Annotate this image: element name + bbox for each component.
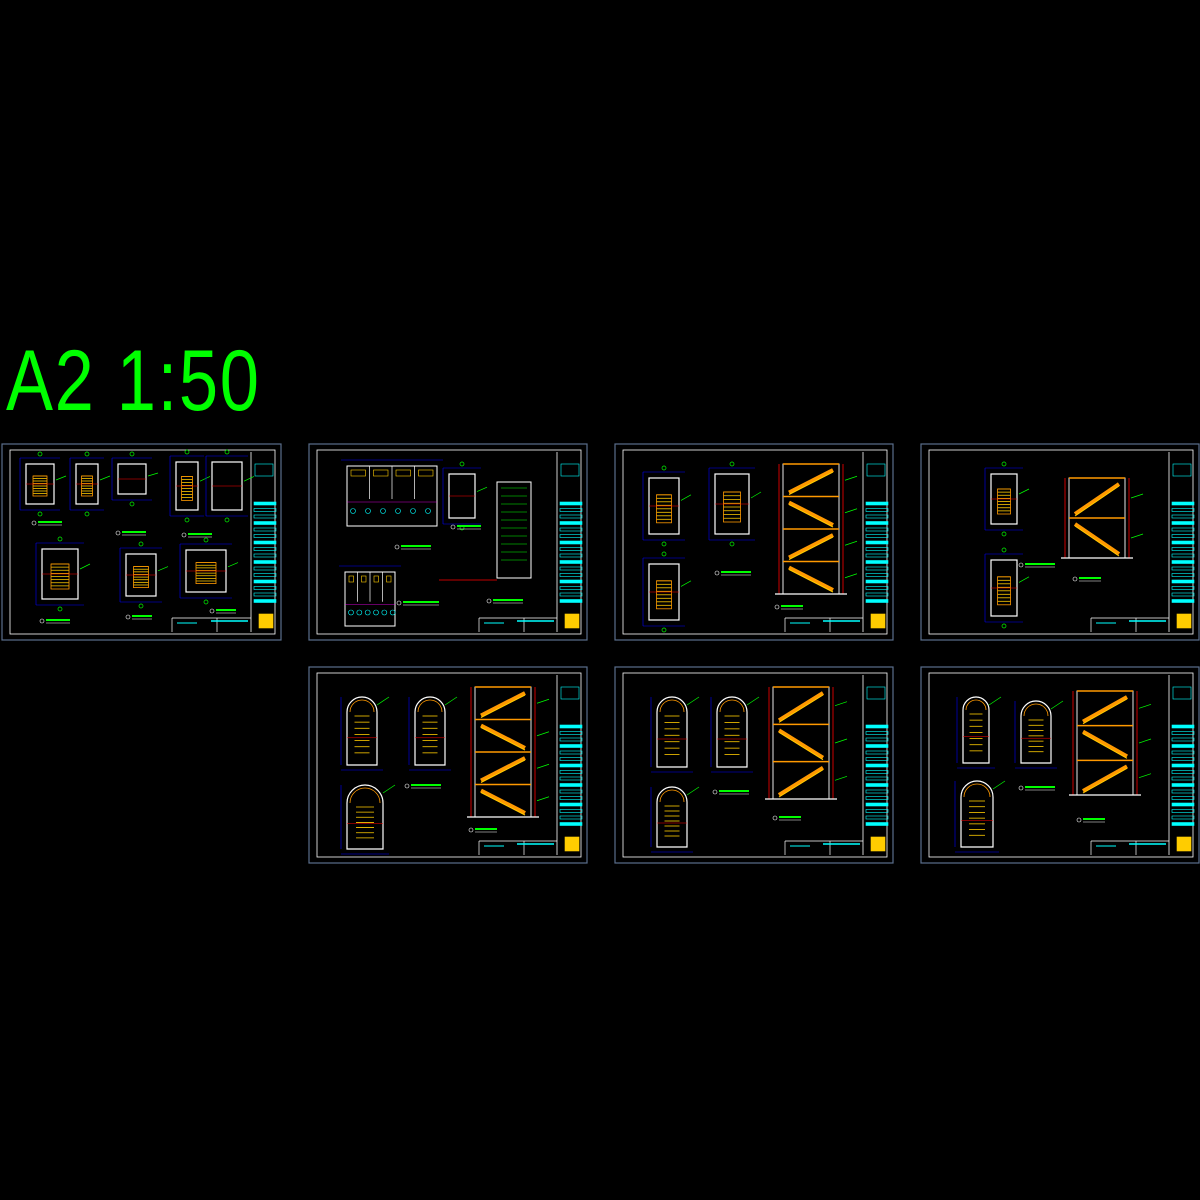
drawing-scale-title: A2 1:50 bbox=[6, 333, 261, 429]
drawing-sheet-5 bbox=[308, 666, 588, 864]
drawing-sheet-6 bbox=[614, 666, 894, 864]
drawing-sheet-1 bbox=[1, 443, 282, 641]
drawing-sheet-2 bbox=[308, 443, 588, 641]
drawing-sheet-3 bbox=[614, 443, 894, 641]
drawing-sheet-7 bbox=[920, 666, 1200, 864]
drawing-sheet-4 bbox=[920, 443, 1200, 641]
